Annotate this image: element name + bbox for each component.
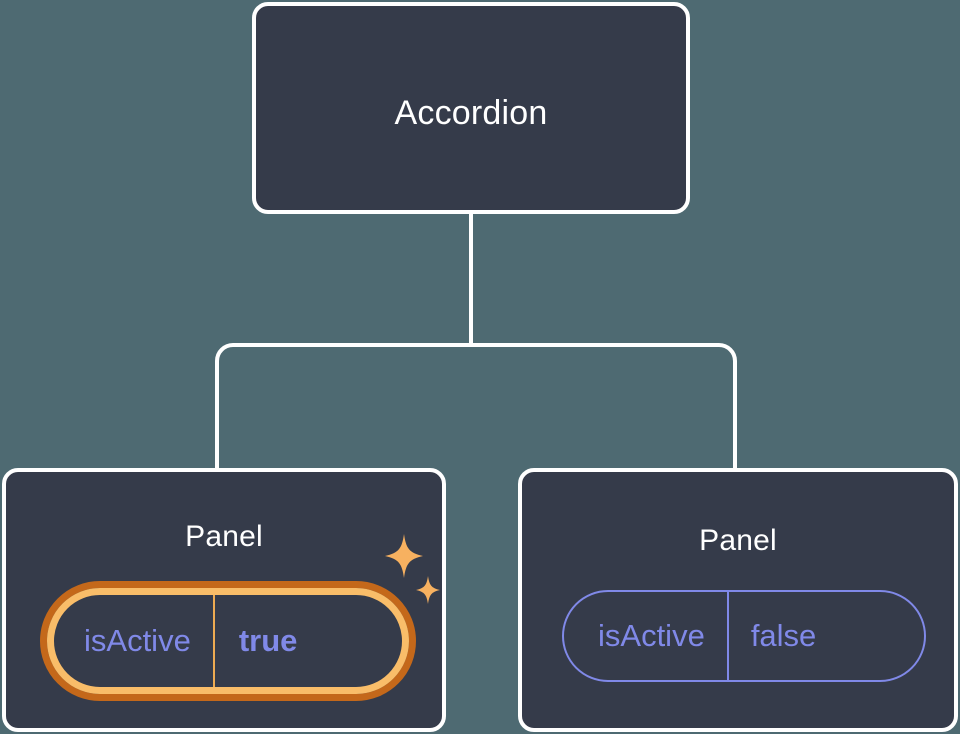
node-panel-active-title: Panel (185, 520, 263, 553)
node-panel-inactive-title: Panel (699, 524, 777, 557)
prop-value: true (212, 595, 328, 687)
prop-pill-inner: isActive true (47, 588, 409, 694)
prop-value: false (726, 592, 850, 680)
node-accordion[interactable]: Accordion (252, 2, 690, 214)
node-accordion-title: Accordion (394, 94, 548, 132)
node-panel-active[interactable]: Panel isActive true (2, 468, 446, 732)
prop-key: isActive (84, 623, 191, 658)
prop-key: isActive (598, 618, 705, 653)
connector-branch-left (215, 343, 471, 470)
node-panel-inactive[interactable]: Panel isActive false (518, 468, 958, 732)
prop-pill-is-active-false[interactable]: isActive false (562, 590, 926, 682)
prop-pill-is-active-true[interactable]: isActive true (40, 581, 416, 701)
connector-branch-right (471, 343, 737, 470)
